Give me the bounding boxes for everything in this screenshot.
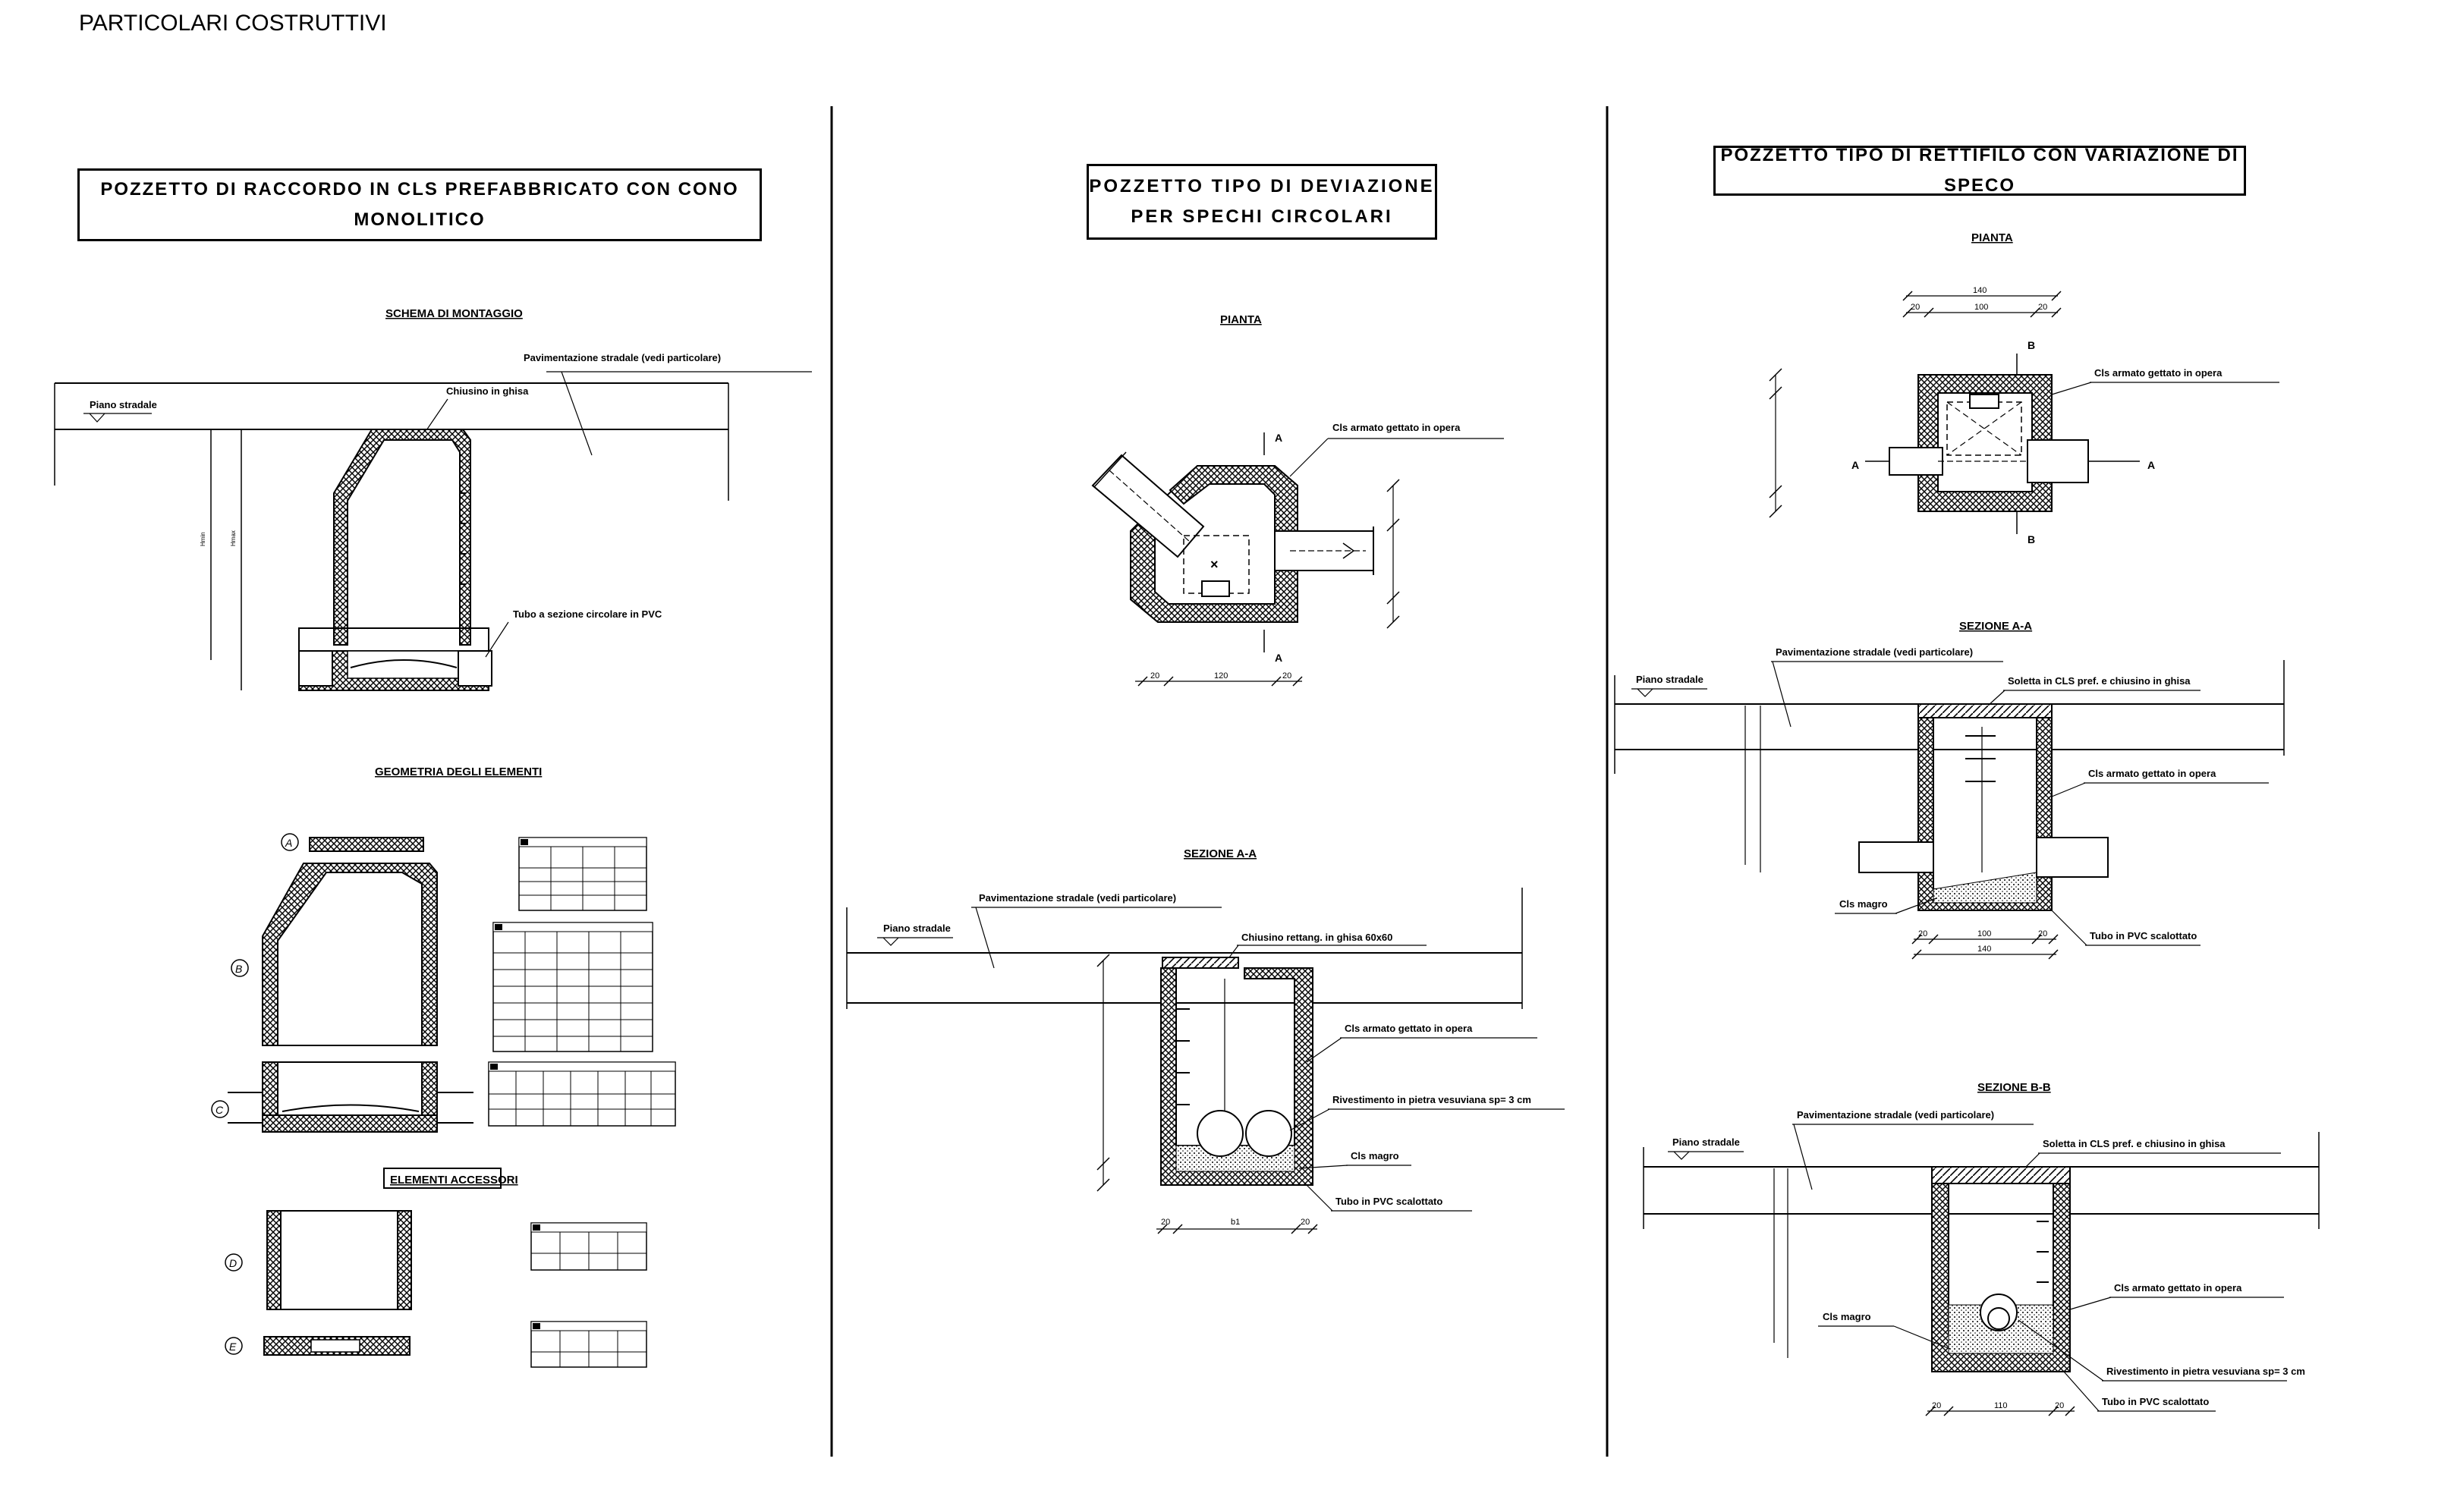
table-base xyxy=(488,1061,676,1127)
marker-e: E xyxy=(229,1341,237,1353)
label-pavimentazione: Pavimentazione stradale (vedi particolar… xyxy=(524,352,721,363)
marker-a: A xyxy=(285,837,292,849)
middle-panel-title-line1: POZZETTO TIPO DI DEVIAZIONE xyxy=(1089,176,1435,196)
right-label-pavimentazione: Pavimentazione stradale (vedi particolar… xyxy=(1776,646,1973,658)
svg-text:Hmax: Hmax xyxy=(230,530,237,546)
middle-label-pavimentazione: Pavimentazione stradale (vedi particolar… xyxy=(979,892,1176,904)
right-mark-b-top: B xyxy=(2027,339,2035,351)
right-label-rivestimento-bb: Rivestimento in pietra vesuviana sp= 3 c… xyxy=(2106,1366,2305,1377)
middle-sezione-aa: SEZIONE A-A Piano stradale Pavimentazion… xyxy=(846,847,1565,1234)
middle-label-cls-armato: Cls armato gettato in opera xyxy=(1332,422,1461,433)
middle-dim-plan-1: 120 xyxy=(1214,671,1228,681)
page-title: PARTICOLARI COSTRUTTIVI xyxy=(79,11,387,36)
middle-dim-section-2: 20 xyxy=(1301,1218,1310,1227)
right-label-piano-stradale-bb: Piano stradale xyxy=(1672,1136,1740,1148)
right-label-cls-armato-plan: Cls armato gettato in opera xyxy=(2094,367,2223,379)
table-anello-rialzo xyxy=(530,1222,647,1271)
right-dim-plan-3: 20 xyxy=(2038,303,2047,312)
right-dim-aa-3: 140 xyxy=(1977,945,1991,954)
middle-pianta-header: PIANTA xyxy=(1220,313,1262,326)
right-label-pavimentazione-bb: Pavimentazione stradale (vedi particolar… xyxy=(1797,1109,1994,1121)
right-sezione-aa: SEZIONE A-A Piano stradale Pavimentazion… xyxy=(1614,620,2285,960)
right-mark-a-right: A xyxy=(2147,459,2155,471)
right-dim-plan-0: 140 xyxy=(1973,286,1987,295)
right-sezione-bb-header: SEZIONE B-B xyxy=(1977,1081,2051,1094)
right-dim-aa-1: 100 xyxy=(1977,929,1991,938)
right-label-soletta: Soletta in CLS pref. e chiusino in ghisa xyxy=(2008,675,2191,687)
svg-text:×: × xyxy=(1210,557,1219,572)
right-label-piano-stradale: Piano stradale xyxy=(1636,674,1703,685)
right-dim-plan-1: 20 xyxy=(1911,303,1920,312)
geometria-elementi: GEOMETRIA DEGLI ELEMENTI A B C xyxy=(211,765,676,1133)
right-dim-aa-0: 20 xyxy=(1918,929,1927,938)
right-dim-bb-2: 20 xyxy=(2055,1401,2064,1410)
middle-section-mark-bottom: A xyxy=(1275,652,1282,664)
label-tubo-pvc: Tubo a sezione circolare in PVC xyxy=(513,608,662,620)
marker-b: B xyxy=(235,963,242,975)
middle-dim-section-0: 20 xyxy=(1161,1218,1170,1227)
label-chiusino: Chiusino in ghisa xyxy=(446,385,529,397)
middle-panel-title-line2: PER SPECHI CIRCOLARI xyxy=(1131,206,1393,227)
right-mark-a-left: A xyxy=(1851,459,1859,471)
table-anello xyxy=(518,837,647,911)
accessories-header: ELEMENTI ACCESSORI xyxy=(390,1174,518,1187)
right-panel-title-text: POZZETTO TIPO DI RETTIFILO CON VARIAZION… xyxy=(1720,145,2239,196)
marker-d: D xyxy=(229,1257,237,1269)
middle-section-mark-top: A xyxy=(1275,432,1282,444)
right-label-cls-armato-bb: Cls armato gettato in opera xyxy=(2114,1282,2242,1294)
middle-sezione-header: SEZIONE A-A xyxy=(1184,847,1257,860)
middle-pianta: PIANTA × A A Cls armato gettato in opera xyxy=(1091,313,1504,687)
right-dim-bb-1: 110 xyxy=(1994,1401,2008,1410)
middle-label-cls-armato-2: Cls armato gettato in opera xyxy=(1345,1023,1473,1034)
elementi-accessori: ELEMENTI ACCESSORI D E xyxy=(225,1168,647,1368)
svg-text:Hmin: Hmin xyxy=(200,532,206,546)
right-pianta-header: PIANTA xyxy=(1971,231,2013,244)
middle-label-piano-stradale: Piano stradale xyxy=(883,923,951,934)
middle-label-rivestimento: Rivestimento in pietra vesuviana sp= 3 c… xyxy=(1332,1094,1531,1105)
right-pianta: PIANTA 140 20 100 20 xyxy=(1769,231,2279,545)
right-label-cls-magro-bb: Cls magro xyxy=(1823,1311,1871,1322)
left-panel-title: POZZETTO DI RACCORDO IN CLS PREFABBRICAT… xyxy=(77,168,762,241)
middle-dim-plan-2: 20 xyxy=(1282,671,1291,681)
schema-di-montaggio: SCHEMA DI MONTAGGIO Pavimentazione strad… xyxy=(54,307,812,691)
middle-label-tubo: Tubo in PVC scalottato xyxy=(1335,1196,1442,1207)
right-label-tubo-bb: Tubo in PVC scalottato xyxy=(2102,1396,2209,1407)
right-panel-title: POZZETTO TIPO DI RETTIFILO CON VARIAZION… xyxy=(1713,145,2246,196)
label-piano-stradale: Piano stradale xyxy=(90,399,157,410)
middle-dim-plan-0: 20 xyxy=(1150,671,1159,681)
middle-label-chiusino: Chiusino rettang. in ghisa 60x60 xyxy=(1241,932,1392,943)
right-label-tubo-aa: Tubo in PVC scalottato xyxy=(2090,930,2197,941)
geometry-header: GEOMETRIA DEGLI ELEMENTI xyxy=(375,765,542,778)
right-dim-aa-2: 20 xyxy=(2038,929,2047,938)
right-mark-b-bottom: B xyxy=(2027,533,2035,545)
right-label-cls-armato-aa: Cls armato gettato in opera xyxy=(2088,768,2216,779)
left-panel-title-text: POZZETTO DI RACCORDO IN CLS PREFABBRICAT… xyxy=(100,179,739,230)
middle-label-cls-magro: Cls magro xyxy=(1351,1150,1399,1162)
right-sezione-bb: SEZIONE B-B Piano stradale Pavimentazion… xyxy=(1643,1081,2320,1416)
middle-dim-section-1: b1 xyxy=(1231,1218,1240,1227)
table-soletta xyxy=(530,1321,647,1368)
marker-c: C xyxy=(215,1104,224,1116)
right-label-soletta-bb: Soletta in CLS pref. e chiusino in ghisa xyxy=(2043,1138,2226,1149)
middle-panel-title: POZZETTO TIPO DI DEVIAZIONE PER SPECHI C… xyxy=(1087,164,1437,240)
right-sezione-aa-header: SEZIONE A-A xyxy=(1959,620,2032,633)
table-cono xyxy=(492,922,653,1052)
right-label-cls-magro-aa: Cls magro xyxy=(1839,898,1888,910)
right-dim-bb-0: 20 xyxy=(1932,1401,1941,1410)
schema-header: SCHEMA DI MONTAGGIO xyxy=(385,307,523,320)
right-dim-plan-2: 100 xyxy=(1974,303,1988,312)
